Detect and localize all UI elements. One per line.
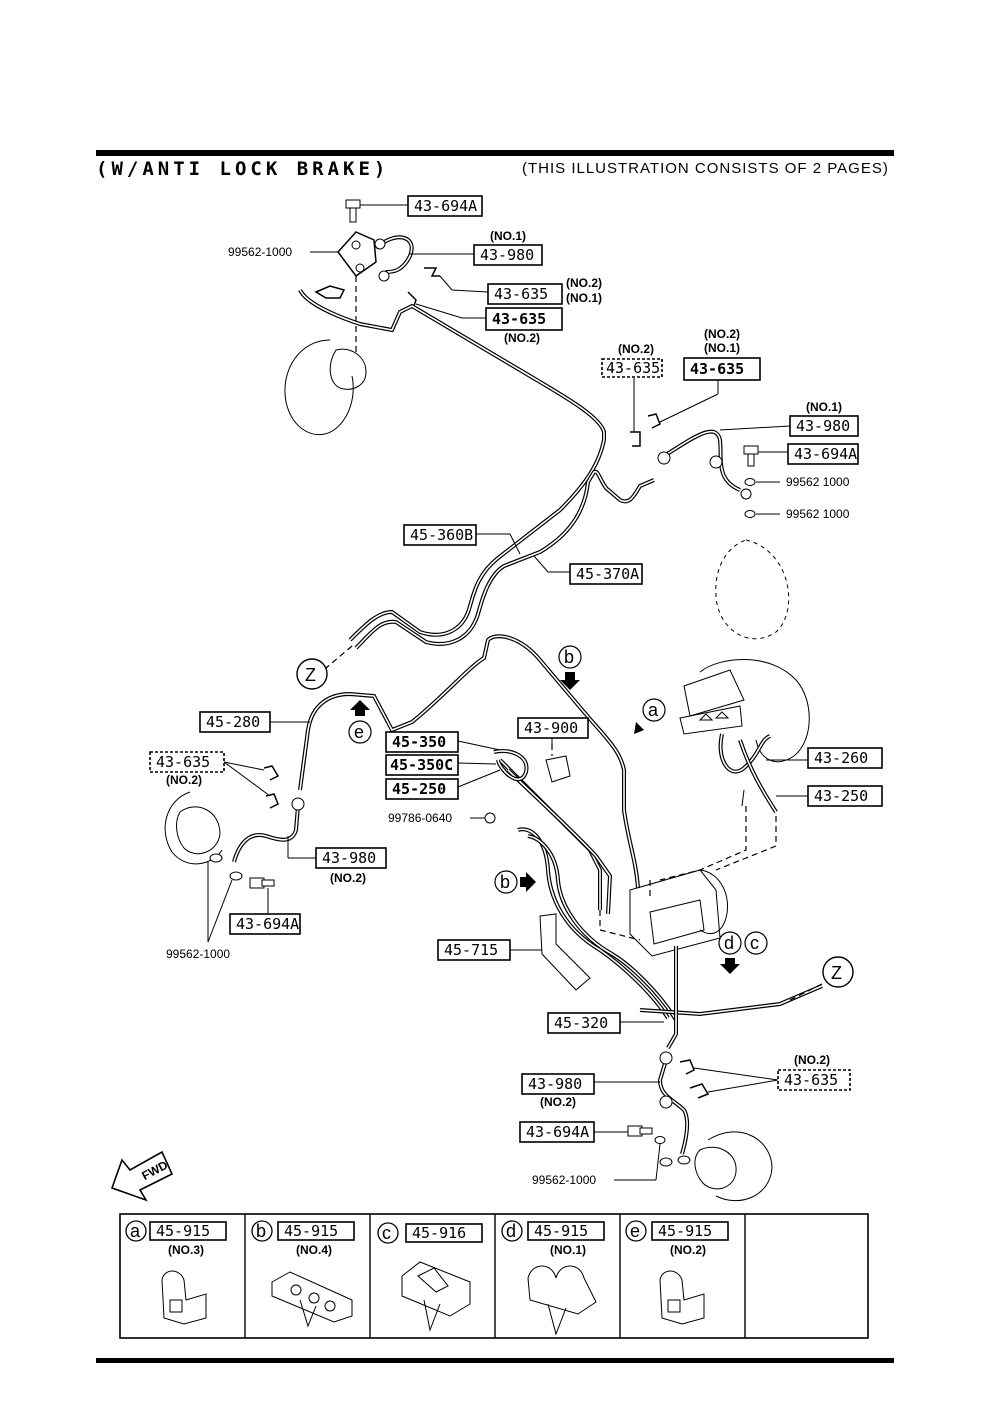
note-no2-bottom-a: (NO.2)	[794, 1053, 830, 1067]
part-label-43-980-bottom: 43-980	[528, 1075, 582, 1093]
callout-z-right	[822, 956, 854, 988]
long-brake-lines	[298, 288, 655, 669]
clip-cell-c-letter: c	[382, 1223, 391, 1243]
note-no2-left-b: (NO.2)	[330, 871, 366, 885]
callout-e	[348, 720, 372, 744]
callout-d-text: d	[724, 933, 734, 953]
callout-e-text: e	[354, 722, 364, 742]
callout-b-left-text: b	[500, 872, 510, 892]
clip-cell-b-part: 45-915	[284, 1222, 338, 1240]
part-label-43-694A-right: 43-694A	[794, 445, 857, 463]
part-label-43-980-left: 43-980	[322, 849, 376, 867]
note-no2-bottom-b: (NO.2)	[540, 1095, 576, 1109]
clip-table: a 45-915 (NO.3) b 45-915 (NO.4) c 45-916	[119, 1213, 869, 1339]
clip-cell-a-note: (NO.3)	[168, 1243, 204, 1257]
arrow-right-b	[520, 872, 536, 892]
callout-c	[744, 931, 768, 955]
front-right-caliper-group: (NO.2) 43-635 (NO.2) (NO.1) 43-635 (NO.1…	[601, 327, 859, 640]
note-no2-left-a: (NO.2)	[166, 773, 202, 787]
part-label-43-635-top-b: 43-635	[492, 310, 546, 328]
callout-a	[642, 698, 666, 722]
part-label-43-260: 43-260	[814, 749, 868, 767]
part-label-45-360B: 45-360B	[410, 526, 473, 544]
part-label-43-694A-left: 43-694A	[236, 915, 299, 933]
arrow-down-dc	[720, 958, 740, 974]
note-no1-right-b: (NO.1)	[704, 341, 740, 355]
washer-label-bottom: 99562-1000	[532, 1173, 596, 1187]
part-label-45-370A: 45-370A	[576, 565, 639, 583]
part-label-43-635-left: 43-635	[156, 753, 210, 771]
note-no2-right-a: (NO.2)	[618, 342, 654, 356]
fwd-arrow: FWD	[110, 1150, 174, 1202]
clip-cell-e: e 45-915 (NO.2)	[625, 1220, 729, 1325]
part-label-45-250: 45-250	[392, 780, 446, 798]
part-label-43-635-bottom: 43-635	[784, 1071, 838, 1089]
clip-cell-a: a 45-915 (NO.3)	[125, 1220, 227, 1325]
arrow-down-b	[560, 672, 580, 690]
part-label-43-980-top: 43-980	[480, 246, 534, 264]
page-subtitle: (THIS ILLUSTRATION CONSISTS OF 2 PAGES)	[522, 160, 889, 177]
part-label-45-715: 45-715	[444, 941, 498, 959]
clip-cell-d-part: 45-915	[534, 1222, 588, 1240]
part-label-43-694A-bottom: 43-694A	[526, 1123, 589, 1141]
front-left-caliper-group	[284, 199, 489, 436]
master-cylinder	[659, 658, 810, 881]
footer-rule	[96, 1358, 894, 1363]
clip-cell-c: c 45-916	[377, 1222, 483, 1332]
clip-cell-d-note: (NO.1)	[550, 1243, 586, 1257]
left-caliper-group: 43-635 (NO.2)	[149, 751, 316, 943]
callout-a-text: a	[648, 700, 659, 720]
callout-z-left-text: Z	[305, 665, 316, 685]
part-label-45-280: 45-280	[206, 713, 260, 731]
part-label-43-635-right-b: 43-635	[690, 360, 744, 378]
callout-b-top-text: b	[564, 647, 574, 667]
washer-label-right-a: 99562 1000	[786, 475, 850, 489]
callout-c-text: c	[750, 933, 759, 953]
clip-cell-e-part: 45-915	[658, 1222, 712, 1240]
page-title: (W/ANTI LOCK BRAKE)	[96, 158, 389, 180]
callout-d	[718, 931, 742, 955]
part-label-43-694A-top: 43-694A	[414, 197, 477, 215]
note-no2-top-c: (NO.2)	[504, 331, 540, 345]
clip-cell-b: b 45-915 (NO.4)	[251, 1220, 355, 1328]
part-label-45-320: 45-320	[554, 1014, 608, 1032]
header-rule	[96, 150, 894, 156]
clip-cell-d-letter: d	[506, 1221, 516, 1241]
callout-z-left	[296, 658, 328, 690]
note-no1-top: (NO.1)	[490, 229, 526, 243]
part-label-43-980-right: 43-980	[796, 417, 850, 435]
note-no1-top-b: (NO.1)	[566, 291, 602, 305]
arrow-up-e	[350, 700, 370, 716]
bottom-caliper-group	[594, 1051, 779, 1202]
clip-cell-b-letter: b	[256, 1221, 266, 1241]
clip-cell-c-part: 45-916	[412, 1224, 466, 1242]
callout-b-left	[494, 870, 518, 894]
note-no1-right-c: (NO.1)	[806, 400, 842, 414]
part-label-43-250: 43-250	[814, 787, 868, 805]
washer-label-left: 99562-1000	[166, 947, 230, 961]
note-no2-top-a: (NO.2)	[566, 276, 602, 290]
arrow-a	[634, 720, 646, 734]
part-label-45-350C: 45-350C	[390, 756, 453, 774]
bolt-label-99786-0640: 99786-0640	[388, 811, 452, 825]
part-label-45-350: 45-350	[392, 733, 446, 751]
clip-cell-e-letter: e	[630, 1221, 640, 1241]
clip-cell-e-note: (NO.2)	[670, 1243, 706, 1257]
clip-cell-d: d 45-915 (NO.1)	[501, 1220, 605, 1336]
part-label-43-635-right-a: 43-635	[606, 359, 660, 377]
clip-cell-a-part: 45-915	[156, 1222, 210, 1240]
part-label-43-900: 43-900	[524, 719, 578, 737]
note-no2-right-b: (NO.2)	[704, 327, 740, 341]
washer-label-top: 99562-1000	[228, 245, 292, 259]
callout-z-right-text: Z	[831, 963, 842, 983]
part-label-43-635-top-a: 43-635	[494, 285, 548, 303]
washer-label-right-b: 99562 1000	[786, 507, 850, 521]
abs-unit-group	[298, 634, 827, 1049]
clip-cell-a-letter: a	[130, 1221, 141, 1241]
clip-cell-b-note: (NO.4)	[296, 1243, 332, 1257]
callout-b-top	[558, 645, 582, 669]
